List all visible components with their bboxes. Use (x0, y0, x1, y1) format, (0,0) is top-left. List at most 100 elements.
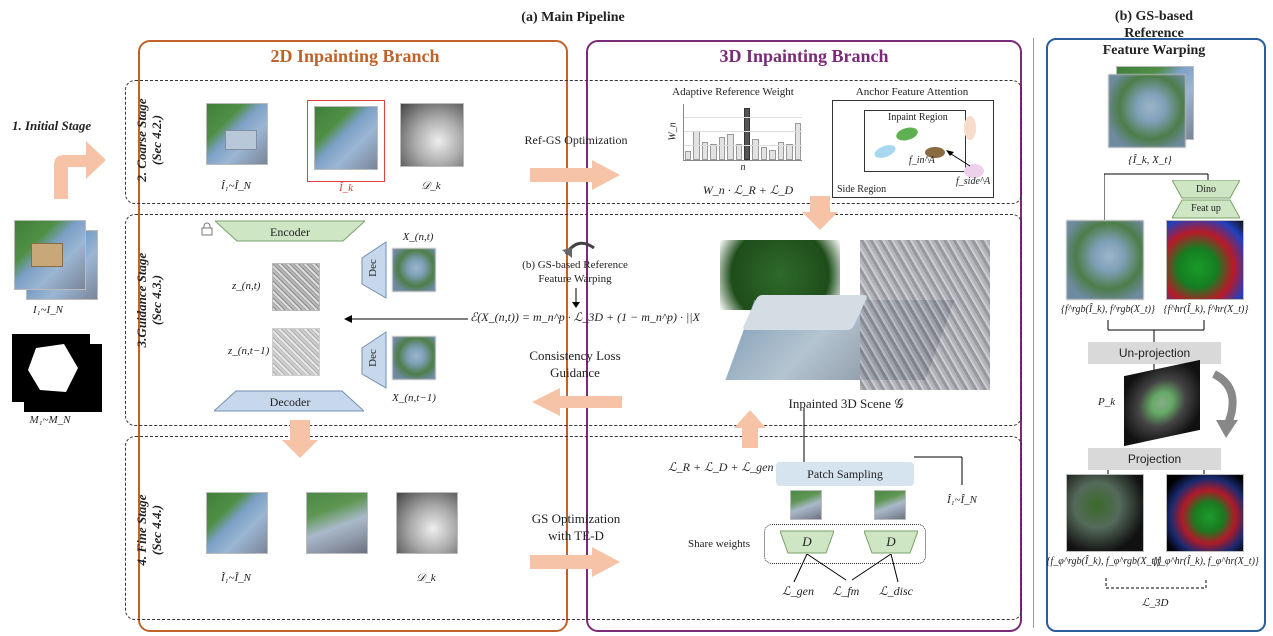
discriminator-1 (780, 530, 834, 554)
scene-to-patch-line (803, 408, 805, 462)
branch-2d-frame (138, 40, 568, 632)
input-images-label: I₁~I_N (33, 304, 63, 316)
projected-hr-feature (1166, 474, 1244, 552)
featup-label: Feat up (1191, 203, 1221, 214)
latent-z-t1 (272, 328, 320, 376)
side-region-label: Side Region (837, 184, 887, 195)
weight-bar (744, 108, 751, 160)
panel-b-input-label: {Î_k, X_t} (1128, 154, 1172, 166)
fine-losses: ℒ_R + ℒ_D + ℒ_gen (668, 460, 774, 474)
panel-b-title: (b) GS-based Reference Feature Warping (1102, 9, 1206, 58)
ref-to-patch-line (914, 456, 963, 485)
anchor-box (832, 100, 994, 198)
panel-divider (1033, 38, 1034, 628)
main-pipeline-title: (a) Main Pipeline (521, 10, 625, 25)
attention-arrow (946, 150, 971, 167)
guidance-stage-box (125, 214, 1022, 426)
rotation-arrow-icon (1211, 370, 1238, 438)
patch-sampling-box (776, 462, 914, 486)
weight-bar (735, 144, 742, 160)
fine-depth-map (396, 492, 458, 554)
ref-gs-opt-label: Ref-GS Optimization (524, 133, 628, 147)
decoder-block (214, 390, 364, 412)
panel-b-frame (1046, 38, 1266, 632)
weight-axis-label: W_n (667, 122, 679, 141)
encoder-label: Encoder (270, 225, 310, 239)
projected-rgb-feature (1066, 474, 1144, 552)
f-phi-hr-label: {f_φ^hr(Î_k), f_φ^hr(X_t)} (1153, 556, 1259, 567)
equation-arrow (344, 315, 468, 323)
warping-down-arrow (572, 288, 580, 308)
input-mask (12, 334, 90, 402)
x-t-label: X_(n,t) (402, 231, 434, 243)
warping-note: (b) GS-based Reference Feature Warping (522, 259, 628, 285)
gs-opt-arrow (530, 547, 620, 577)
weight-bar (727, 134, 734, 160)
pink-feature (964, 164, 984, 178)
weight-bar (786, 144, 793, 160)
weight-bar (718, 136, 726, 160)
initial-stage-label: 1. Initial Stage (12, 118, 92, 133)
dino-label: Dino (1196, 184, 1216, 195)
latent-z-t (272, 263, 320, 311)
loss-arrows (793, 554, 899, 583)
guidance-to-fine-arrow (282, 420, 318, 458)
weight-bar (701, 141, 709, 160)
share-weights-label: Share weights (688, 538, 751, 550)
weight-x-label: n (740, 162, 746, 173)
anchor-title: Anchor Feature Attention (855, 86, 969, 98)
lock-icon (201, 222, 213, 236)
loss-disc: ℒ_disc (879, 584, 913, 598)
reference-image-label: Î_k (338, 182, 354, 194)
peach-feature (964, 116, 976, 140)
coarse-images-label: Î₁~Î_N (221, 180, 251, 192)
dec-lower-label: Dec (366, 349, 379, 367)
inpainted-3d-scene (700, 240, 992, 390)
f-in-label: f_in^A (909, 155, 935, 166)
panel-b-input (1108, 74, 1186, 148)
z-t-label: z_(n,t) (232, 280, 261, 292)
encoder-block (215, 220, 365, 242)
branch-3d-title: 3D Inpainting Branch (719, 46, 889, 66)
projection-box: Projection (1088, 448, 1221, 470)
hr-feature-image (1166, 220, 1244, 300)
f-side-label: f_side^A (956, 176, 991, 187)
coarse-depth-label: 𝒟_k (421, 180, 441, 192)
reference-image (314, 106, 378, 170)
fine-images-2 (306, 492, 368, 554)
l3d-bracket (1105, 578, 1207, 589)
weight-bar (685, 150, 692, 160)
denoised-x-t1 (392, 336, 436, 380)
loss-gen: ℒ_gen (782, 584, 814, 598)
coarse-to-scene-arrow (802, 196, 838, 230)
share-weights-box (764, 524, 926, 564)
brown-feature (925, 147, 945, 158)
weight-gridline (684, 131, 802, 132)
fine-images (206, 492, 268, 554)
z-t1-label: z_(n,t−1) (228, 345, 270, 357)
guidance-stage-label: 3.Guidance Stage (Sec 4.3.) (134, 252, 164, 348)
fine-stage-box (125, 436, 1022, 620)
dino-featup-block (1172, 180, 1240, 219)
fine-images-label: Ĩ₁~Ĩ_N (221, 572, 251, 584)
curved-arrow-icon (562, 241, 595, 258)
coarse-stage-box (125, 80, 1022, 204)
pk-label: P_k (1098, 396, 1116, 408)
consistency-arrow (532, 388, 622, 416)
coarse-loss: W_n · ℒ_R + ℒ_D (702, 183, 794, 197)
loss-fm: ℒ_fm (832, 584, 860, 598)
patch-1 (790, 490, 822, 520)
ref-gs-arrow (530, 160, 620, 190)
x-t1-label: X_(n,t−1) (392, 392, 436, 404)
initial-arrow (54, 141, 106, 199)
weight-bar (769, 149, 776, 160)
adaptive-weight-title: Adaptive Reference Weight (672, 86, 794, 98)
branch-2d-title: 2D Inpainting Branch (270, 46, 440, 66)
consistency-label: Consistency Loss Guidance (529, 348, 621, 380)
gs-opt-label: GS Optimization with TE-D (531, 511, 621, 543)
unprojection-box: Un-projection (1088, 342, 1221, 364)
fine-stage-label: 4. Fine Stage (Sec 4.4.) (134, 494, 164, 566)
fine-to-scene-arrow (734, 410, 766, 448)
to-unprojection-lines (1107, 320, 1205, 344)
